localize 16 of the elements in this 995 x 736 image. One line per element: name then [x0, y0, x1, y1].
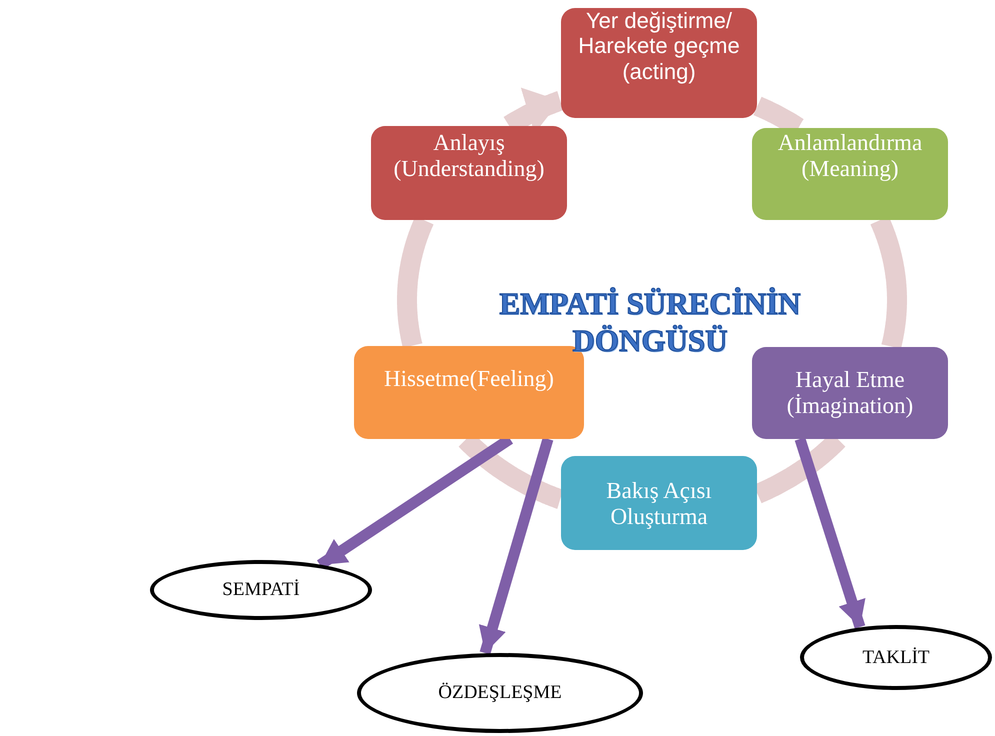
node-label: Bakış Açısı Oluşturma: [605, 478, 713, 531]
node-label: Hissetme(Feeling): [383, 366, 555, 392]
node-label: TAKLİT: [861, 646, 931, 668]
process-box: [752, 128, 948, 220]
diagram-title: EMPATİ SÜRECİNİN DÖNGÜSÜ: [498, 285, 802, 360]
node-label: Anlayış (Understanding): [392, 130, 546, 183]
process-box: [371, 126, 567, 220]
process-box: [561, 8, 757, 118]
arrow: [478, 437, 554, 655]
node-label: SEMPATİ: [221, 579, 301, 601]
process-box: [752, 347, 948, 439]
node-label: ÖZDEŞLEŞME: [437, 682, 563, 704]
node-label: Yer değiştirme/ Harekete geçme (acting): [577, 8, 741, 84]
node-label: Hayal Etme (İmagination): [786, 367, 914, 420]
node-label: Anlamlandırma (Meaning): [776, 130, 924, 183]
process-box: [561, 456, 757, 550]
